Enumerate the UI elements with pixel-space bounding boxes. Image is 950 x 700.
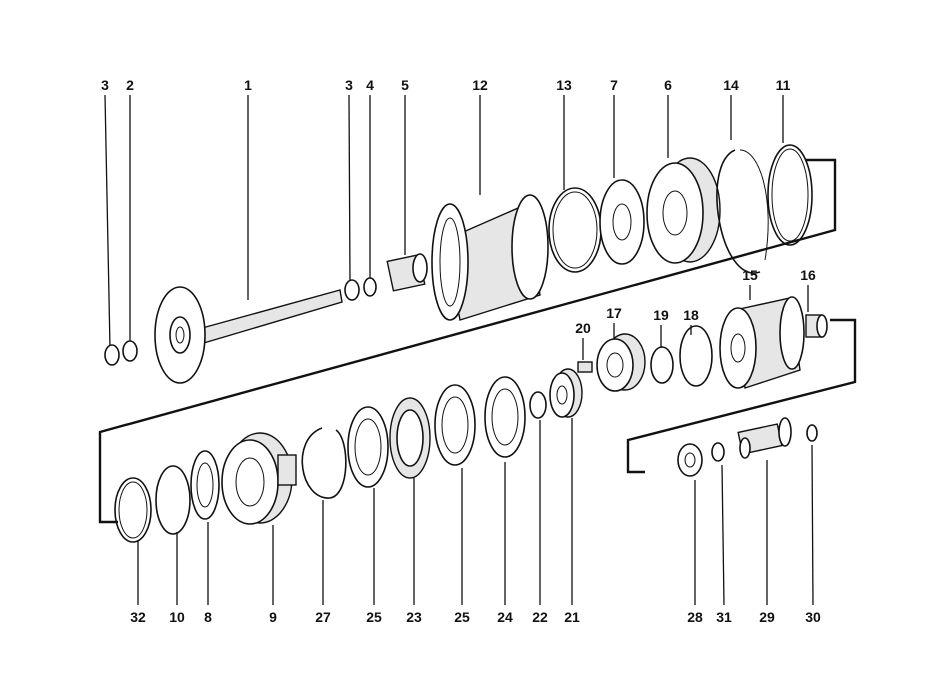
part-30-seal <box>806 424 818 442</box>
label-middle: 16 <box>800 267 816 283</box>
part-11-ring <box>767 144 813 246</box>
label-bottom: 25 <box>454 609 470 625</box>
part-4-washer <box>363 277 377 297</box>
part-8-plate <box>190 450 220 520</box>
label-top: 6 <box>664 77 672 93</box>
middle-row-parts <box>577 296 828 392</box>
label-middle: 19 <box>653 307 669 323</box>
part-2-washer <box>122 340 138 362</box>
label-middle: 18 <box>683 307 699 323</box>
label-middle: 20 <box>575 320 591 336</box>
part-13-ring-inner <box>552 191 598 269</box>
part-3-bearing-b <box>344 279 360 301</box>
label-top: 13 <box>556 77 572 93</box>
part-24-plate <box>484 376 526 458</box>
part-25-plate-b <box>434 384 476 466</box>
leader-lines <box>104 94 814 606</box>
part-9-carrier <box>221 432 297 525</box>
label-top: 12 <box>472 77 488 93</box>
label-top: 14 <box>723 77 739 93</box>
part-18-seal <box>679 325 713 387</box>
label-bottom: 25 <box>366 609 382 625</box>
top-labels: 3 2 1 3 4 5 12 13 7 6 14 11 <box>101 77 791 93</box>
label-bottom: 21 <box>564 609 580 625</box>
label-bottom: 31 <box>716 609 732 625</box>
label-top: 7 <box>610 77 618 93</box>
label-bottom: 22 <box>532 609 548 625</box>
middle-labels: 15 16 17 19 18 20 <box>575 267 816 336</box>
part-10-ring <box>155 465 191 535</box>
part-15-housing <box>719 296 805 389</box>
part-25-plate <box>347 406 389 488</box>
part-5-sleeve <box>386 253 428 292</box>
part-17-piston <box>596 333 646 392</box>
label-bottom: 24 <box>497 609 513 625</box>
part-3-bearing <box>104 344 120 366</box>
part-1-shaft <box>154 286 343 384</box>
part-20-spring <box>577 361 593 373</box>
label-bottom: 28 <box>687 609 703 625</box>
label-bottom: 32 <box>130 609 146 625</box>
part-31-washer <box>711 442 725 462</box>
label-bottom: 8 <box>204 609 212 625</box>
label-top: 5 <box>401 77 409 93</box>
label-top: 11 <box>776 77 791 93</box>
top-row-parts <box>104 144 813 384</box>
label-bottom: 23 <box>406 609 422 625</box>
label-bottom: 29 <box>759 609 775 625</box>
label-bottom: 30 <box>805 609 821 625</box>
part-28-plate <box>677 443 703 477</box>
bottom-row-parts <box>114 368 818 543</box>
label-top: 1 <box>244 77 252 93</box>
part-14-snap-ring <box>716 149 761 274</box>
label-top: 2 <box>126 77 134 93</box>
part-27-snap-ring <box>301 427 347 499</box>
part-29-valve <box>737 417 792 459</box>
label-middle: 15 <box>742 267 758 283</box>
label-bottom: 9 <box>269 609 277 625</box>
label-top: 3 <box>345 77 353 93</box>
part-32-ring <box>114 477 152 543</box>
part-21-gear <box>549 368 583 418</box>
part-22-ring <box>529 391 547 419</box>
assembly-brackets <box>98 158 857 524</box>
label-bottom: 10 <box>169 609 185 625</box>
part-19-seal <box>650 346 674 384</box>
part-16-bushing <box>805 314 828 338</box>
part-12-drum <box>431 194 549 321</box>
part-13-ring <box>548 187 602 273</box>
label-top: 3 <box>101 77 109 93</box>
label-bottom: 27 <box>315 609 331 625</box>
bottom-labels: 32 10 8 9 27 25 23 25 24 22 21 28 31 29 … <box>130 609 821 625</box>
part-6-clutch-hub <box>646 157 721 264</box>
part-7-plate <box>599 179 645 265</box>
label-middle: 17 <box>606 305 622 321</box>
label-top: 4 <box>366 77 374 93</box>
